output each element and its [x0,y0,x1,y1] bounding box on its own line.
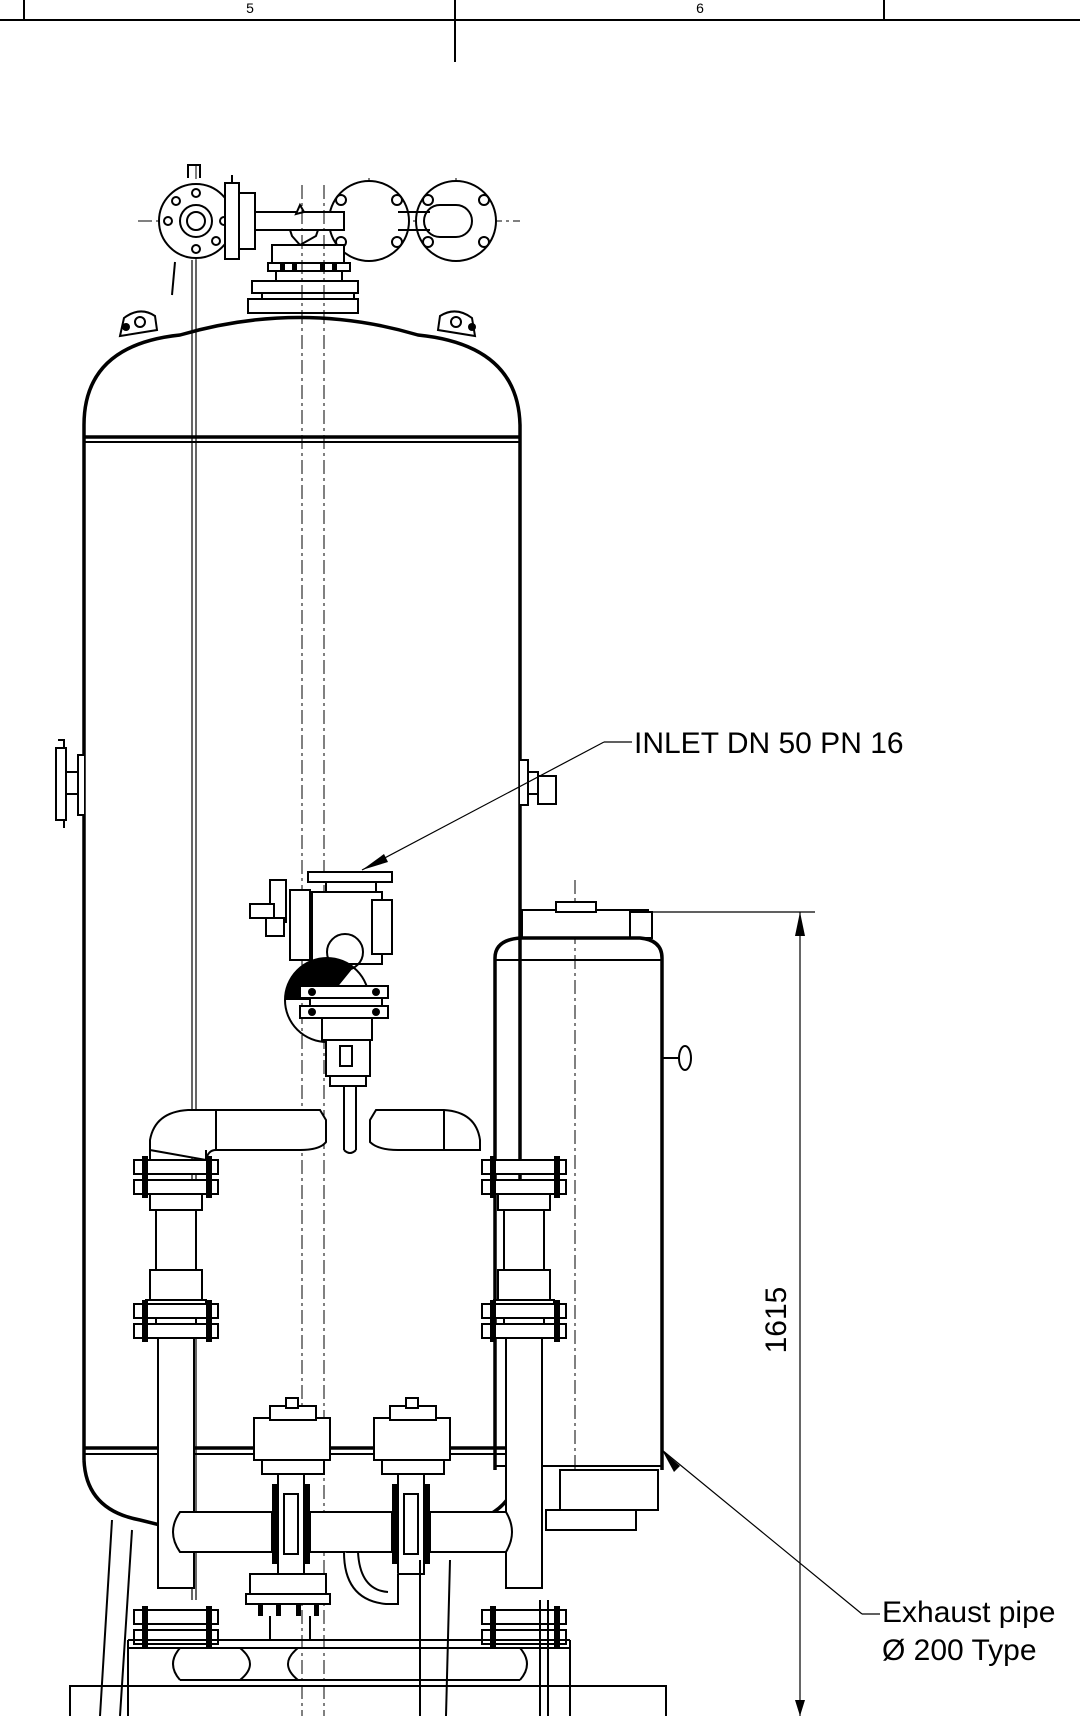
exhaust-label-line1: Exhaust pipe [882,1596,1055,1629]
inlet-label: INLET DN 50 PN 16 [634,727,904,760]
lower-valve-block [69,1397,667,1716]
dimension-1615: 1615 [760,1287,793,1354]
zone-label-6: 6 [696,0,704,16]
zone-label-5: 5 [246,0,254,16]
inlet-callout: INLET DN 50 PN 16 [361,727,904,871]
secondary-cylinder [493,901,692,1531]
inlet-valve-assembly [249,871,393,1154]
top-manifold [138,164,520,314]
exhaust-callout: Exhaust pipe Ø 200 Type [661,1449,1055,1667]
height-dimension: 1615 [650,911,815,1716]
exhaust-label-line2: Ø 200 Type [882,1634,1037,1667]
drawing-frame: 5 6 [0,0,1080,62]
